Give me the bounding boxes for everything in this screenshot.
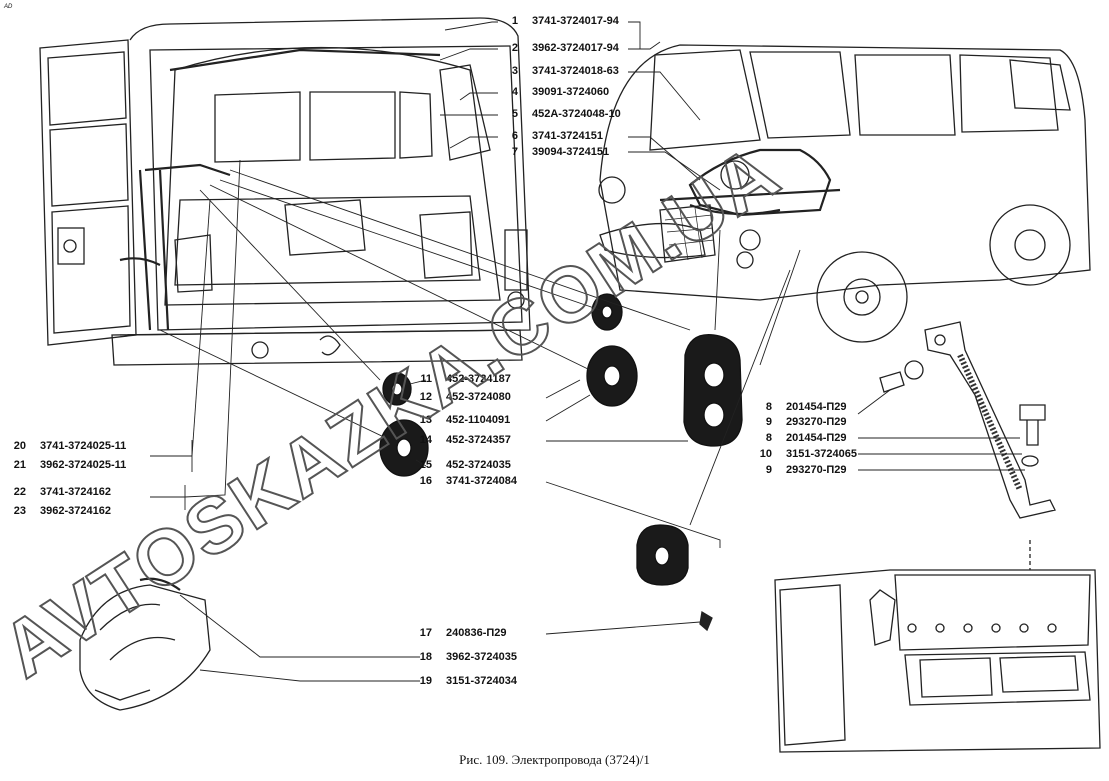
ground-strap [699,321,1056,632]
figure-caption: Рис. 109. Электропровода (3724)/1 [459,752,650,767]
van-front-illustration [598,44,1091,343]
engine-illustration [774,540,1101,753]
grommets [379,293,743,586]
harness-piece-illustration [79,577,211,711]
leader-lines [150,21,1025,682]
van-rear-illustration [39,17,531,366]
corner-mark: AD [4,4,13,10]
